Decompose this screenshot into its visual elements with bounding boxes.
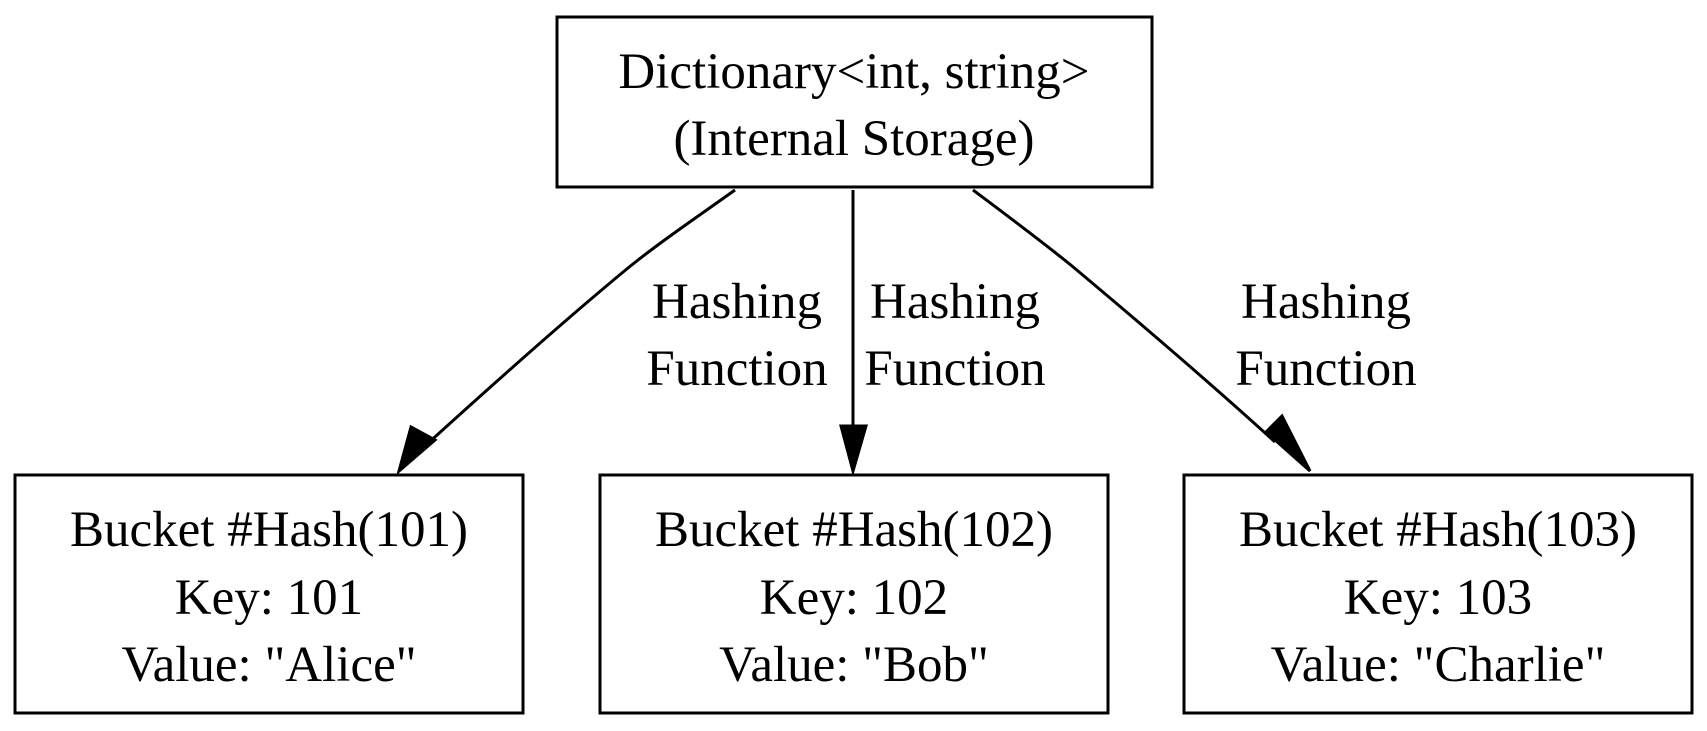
edge-label-line2: Function	[864, 341, 1045, 397]
bucket-node-103: Bucket #Hash(103) Key: 103 Value: "Charl…	[1182, 473, 1694, 715]
bucket-key: Key: 101	[175, 570, 363, 626]
root-node-box	[555, 15, 1154, 189]
bucket-node-102: Bucket #Hash(102) Key: 102 Value: "Bob"	[598, 473, 1110, 715]
bucket-title: Bucket #Hash(103)	[1239, 502, 1637, 558]
arrowhead-icon	[839, 424, 868, 477]
edge-label-line1: Hashing	[652, 274, 822, 330]
edge-label-line1: Hashing	[1241, 274, 1411, 330]
root-node-title: Dictionary<int, string>	[618, 44, 1089, 100]
edge-line	[972, 188, 1277, 444]
bucket-key: Key: 103	[1344, 570, 1532, 626]
bucket-title: Bucket #Hash(102)	[655, 502, 1053, 558]
root-node: Dictionary<int, string> (Internal Storag…	[555, 15, 1154, 189]
edge-root-to-bucket-102: Hashing Function	[839, 190, 1046, 477]
bucket-box	[1182, 473, 1694, 715]
edge-line	[423, 188, 736, 448]
bucket-box	[598, 473, 1110, 715]
arrowhead-icon	[396, 424, 438, 476]
arrowhead-icon	[1263, 413, 1312, 473]
bucket-key: Key: 102	[760, 570, 948, 626]
bucket-node-101: Bucket #Hash(101) Key: 101 Value: "Alice…	[13, 473, 525, 715]
bucket-box	[13, 473, 525, 715]
bucket-title: Bucket #Hash(101)	[70, 502, 468, 558]
root-node-subtitle: (Internal Storage)	[673, 111, 1034, 167]
bucket-value: Value: "Bob"	[719, 637, 989, 693]
edge-label-line1: Hashing	[870, 274, 1040, 330]
edge-root-to-bucket-103: Hashing Function	[972, 188, 1417, 473]
bucket-value: Value: "Alice"	[121, 637, 416, 693]
edge-label-line2: Function	[1235, 341, 1416, 397]
edge-label-line2: Function	[646, 341, 827, 397]
bucket-value: Value: "Charlie"	[1271, 637, 1606, 693]
edge-root-to-bucket-101: Hashing Function	[396, 188, 828, 476]
